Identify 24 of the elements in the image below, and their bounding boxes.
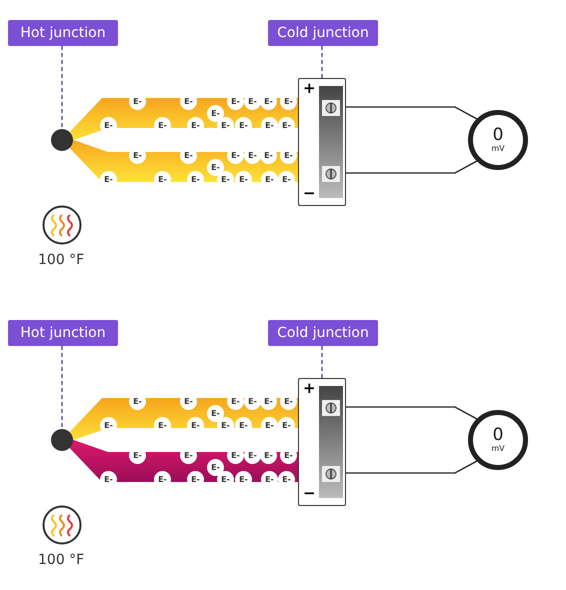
meter-reading: 0: [492, 127, 504, 144]
minus-sign: −: [303, 486, 316, 501]
junction-label: Hot junction: [8, 20, 118, 46]
unit-label: mV: [491, 144, 505, 153]
leader-line: [61, 346, 63, 429]
junction-label: Cold junction: [268, 320, 378, 346]
plus-sign: +: [303, 81, 316, 96]
junction-label: Hot junction: [8, 320, 118, 346]
meter-reading: 0: [492, 427, 504, 444]
wire-line: [346, 460, 478, 474]
temperature-label: 100 °F: [38, 552, 84, 568]
wire-line: [346, 406, 478, 420]
junction-dot: [51, 129, 73, 151]
leader-line: [321, 46, 323, 78]
plus-sign: +: [303, 381, 316, 396]
unit-label: mV: [491, 444, 505, 453]
junction-dot: [51, 429, 73, 451]
wire-line: [346, 106, 478, 120]
wire-line: [346, 160, 478, 174]
junction-label: Cold junction: [268, 20, 378, 46]
minus-sign: −: [303, 186, 316, 201]
leader-line: [321, 346, 323, 378]
temperature-label: 100 °F: [38, 252, 84, 268]
leader-line: [61, 46, 63, 129]
